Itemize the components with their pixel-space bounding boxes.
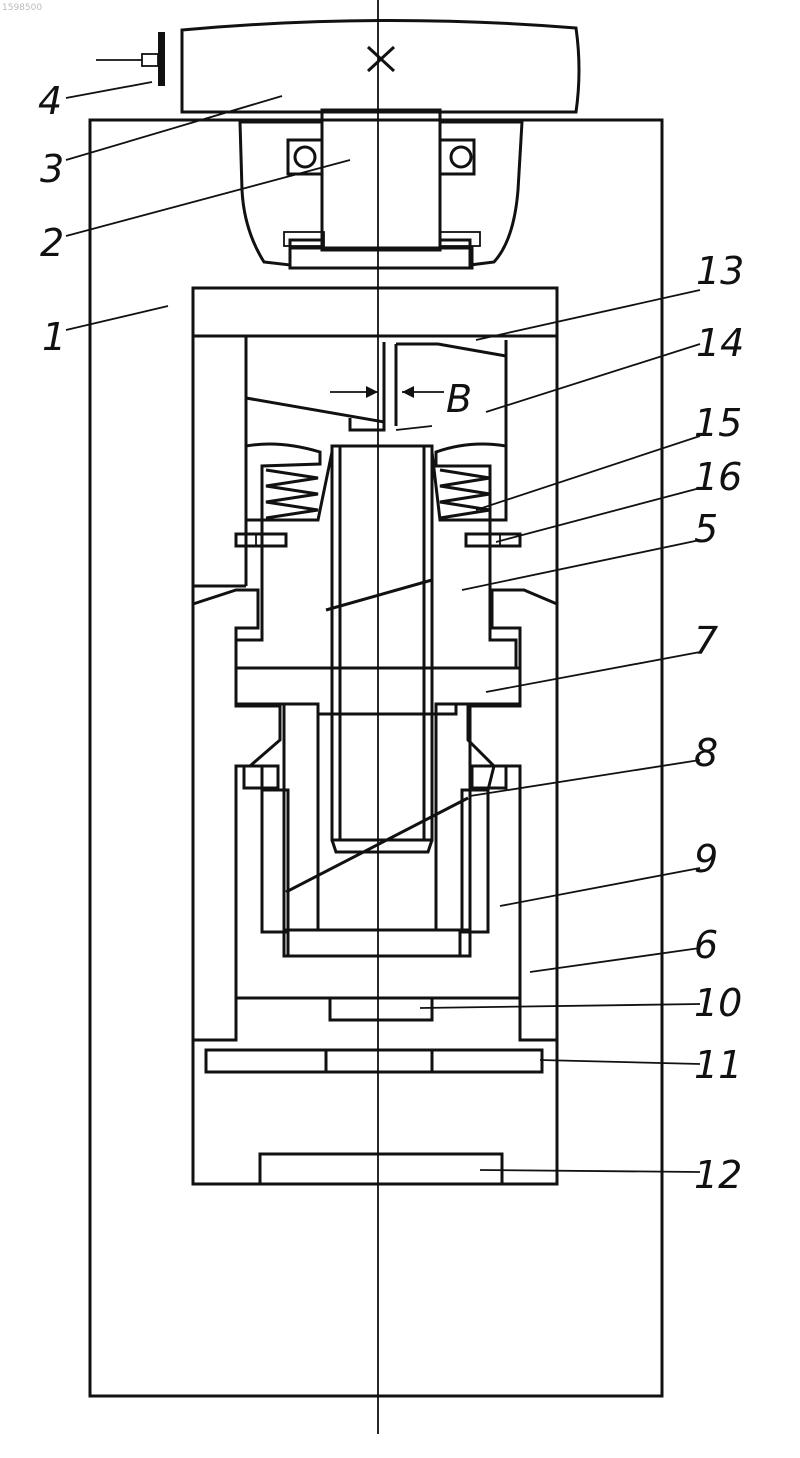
label-7: 7 [694, 619, 718, 663]
handle-4 [96, 32, 165, 86]
label-15: 15 [694, 401, 742, 445]
top-disc-3 [182, 20, 579, 112]
label-6: 6 [694, 923, 718, 967]
rod-helix-line [326, 580, 432, 610]
label-16: 16 [694, 455, 742, 499]
central-rod [332, 446, 432, 840]
label-8: 8 [694, 731, 718, 775]
label-11: 11 [694, 1043, 742, 1087]
base-ring-11-left [206, 1050, 326, 1072]
bottom-block-12 [260, 1154, 502, 1184]
label-1: 1 [42, 315, 66, 359]
label-B: B [446, 377, 472, 421]
cross-mark [368, 47, 394, 71]
base-ring-11-right [432, 1050, 542, 1072]
bearing-ball-right [451, 147, 471, 167]
label-14: 14 [696, 321, 744, 365]
corner-mark: 1598500 [2, 3, 42, 13]
label-9: 9 [694, 837, 718, 881]
label-3: 3 [40, 147, 64, 191]
label-10: 10 [694, 981, 742, 1025]
bearing-ball-left [295, 147, 315, 167]
top-bearing-housing [240, 122, 522, 265]
label-13: 13 [696, 249, 744, 293]
label-4: 4 [38, 79, 62, 123]
pad-10 [330, 998, 432, 1020]
gap-b-arrows [330, 386, 444, 398]
outer-body-1 [90, 120, 662, 1396]
shaft-2 [322, 110, 440, 250]
label-5: 5 [694, 507, 718, 551]
leader-lines [66, 82, 700, 1172]
housing-6-right [468, 590, 557, 1040]
tube-diagonal [286, 798, 468, 892]
tube-8-right-wall [462, 790, 488, 932]
label-2: 2 [40, 221, 64, 265]
tube-8-inner-right [436, 704, 470, 930]
label-12: 12 [694, 1153, 742, 1197]
